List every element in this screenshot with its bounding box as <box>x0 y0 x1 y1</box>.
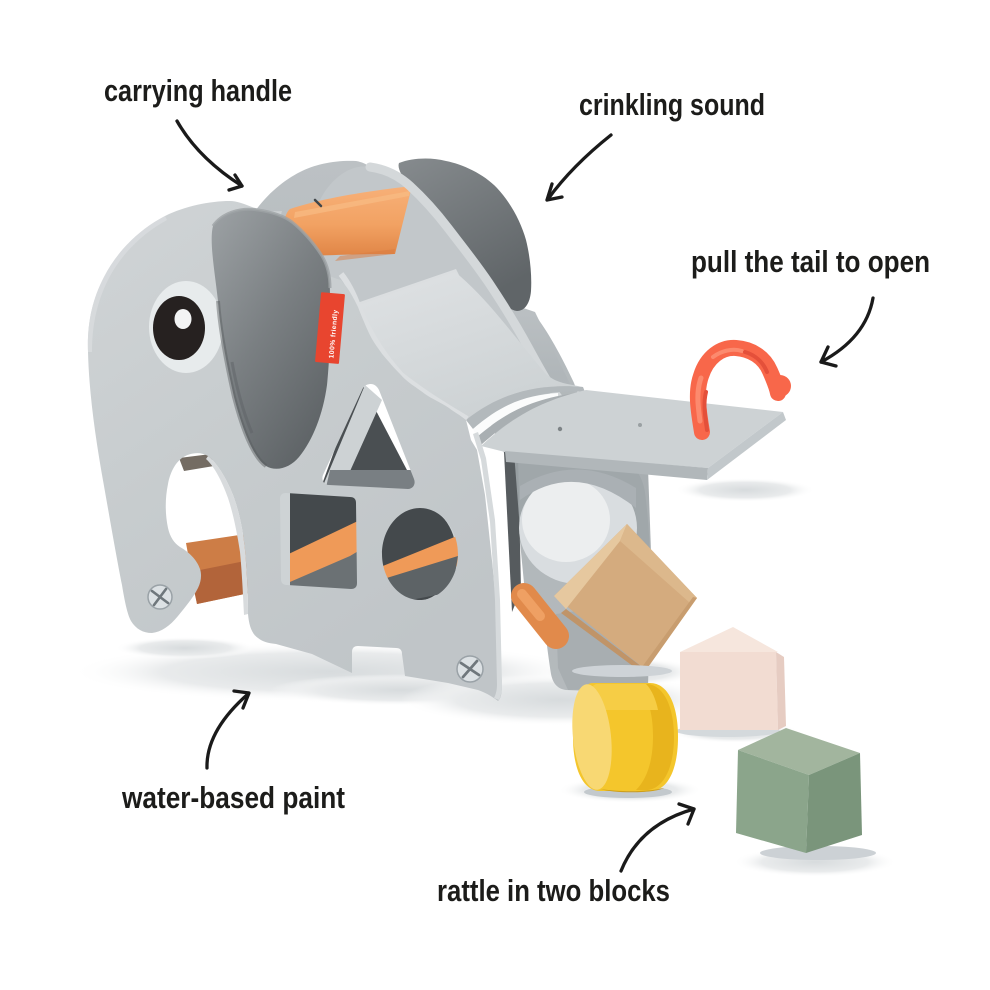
svg-text:water-based paint: water-based paint <box>121 780 345 815</box>
svg-text:carrying handle: carrying handle <box>104 73 292 108</box>
svg-text:rattle in two blocks: rattle in two blocks <box>437 873 670 908</box>
svg-text:100% friendly: 100% friendly <box>328 309 339 358</box>
svg-text:crinkling sound: crinkling sound <box>579 87 765 122</box>
svg-text:pull the tail to open: pull the tail to open <box>691 244 930 279</box>
